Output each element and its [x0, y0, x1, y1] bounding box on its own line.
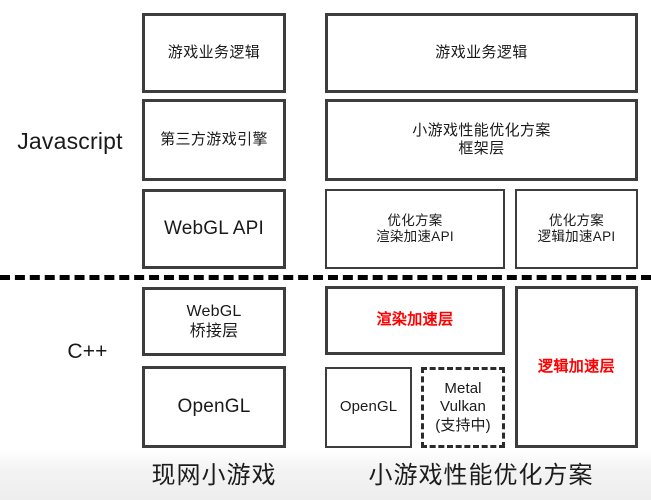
box-label: 优化方案 渲染加速API: [376, 212, 454, 244]
box-label: 渲染加速层: [376, 311, 454, 329]
box-label: WebGL API: [163, 218, 265, 240]
box-opt-js-logic-accel-api: 优化方案 逻辑加速API: [515, 189, 638, 269]
layer-label-cpp: C++: [67, 340, 108, 363]
box-label: 第三方游戏引擎: [160, 130, 268, 148]
box-label: 游戏业务逻辑: [167, 43, 261, 61]
box-current-js-business-logic: 游戏业务逻辑: [142, 13, 286, 93]
box-opt-js-render-accel-api: 优化方案 渲染加速API: [325, 189, 505, 269]
box-label: WebGL 桥接层: [186, 302, 242, 340]
box-label: OpenGL: [339, 398, 398, 416]
box-opt-cpp-logic-accel-layer: 逻辑加速层: [515, 286, 638, 448]
column-caption-optimized: 小游戏性能优化方案: [368, 462, 594, 489]
box-opt-cpp-opengl: OpenGL: [325, 367, 412, 448]
column-caption-current: 现网小游戏: [151, 462, 277, 489]
box-opt-js-business-logic: 游戏业务逻辑: [325, 13, 638, 93]
box-label: 游戏业务逻辑: [435, 43, 528, 61]
box-opt-js-framework-layer: 小游戏性能优化方案 框架层: [325, 99, 638, 181]
javascript-cpp-divider: [0, 275, 651, 280]
box-opt-cpp-metal-vulkan: Metal Vulkan (支持中): [421, 367, 505, 448]
box-current-js-third-party-engine: 第三方游戏引擎: [142, 99, 286, 181]
box-label: 优化方案 逻辑加速API: [537, 212, 616, 244]
box-label: Metal Vulkan (支持中): [435, 380, 491, 434]
box-current-js-webgl-api: WebGL API: [142, 189, 286, 269]
box-label: 小游戏性能优化方案 框架层: [412, 121, 551, 157]
box-current-cpp-webgl-bridge: WebGL 桥接层: [142, 287, 286, 356]
box-label: 逻辑加速层: [537, 357, 615, 375]
slide-bottom-band: [0, 450, 651, 500]
box-label: OpenGL: [177, 396, 251, 418]
box-opt-cpp-render-accel-layer: 渲染加速层: [325, 286, 505, 355]
layer-label-javascript: Javascript: [17, 128, 123, 154]
box-current-cpp-opengl: OpenGL: [142, 366, 286, 448]
